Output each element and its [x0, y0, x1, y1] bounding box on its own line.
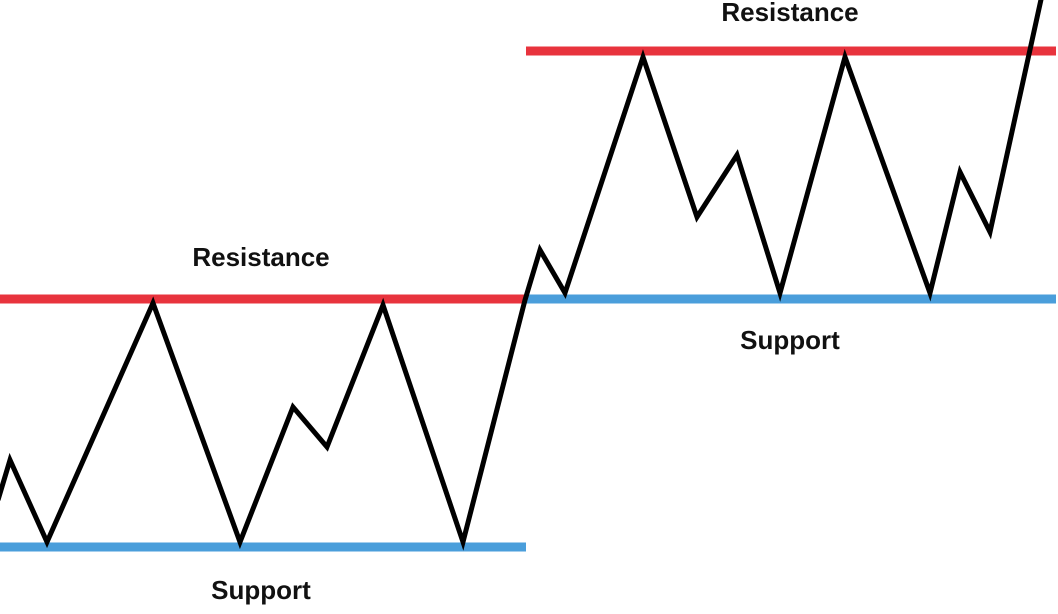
support-label-right: Support: [740, 325, 840, 355]
price-path: [0, 0, 1044, 551]
resistance-label-right: Resistance: [721, 0, 858, 27]
resistance-label-left: Resistance: [192, 242, 329, 272]
support-label-left: Support: [211, 575, 311, 605]
